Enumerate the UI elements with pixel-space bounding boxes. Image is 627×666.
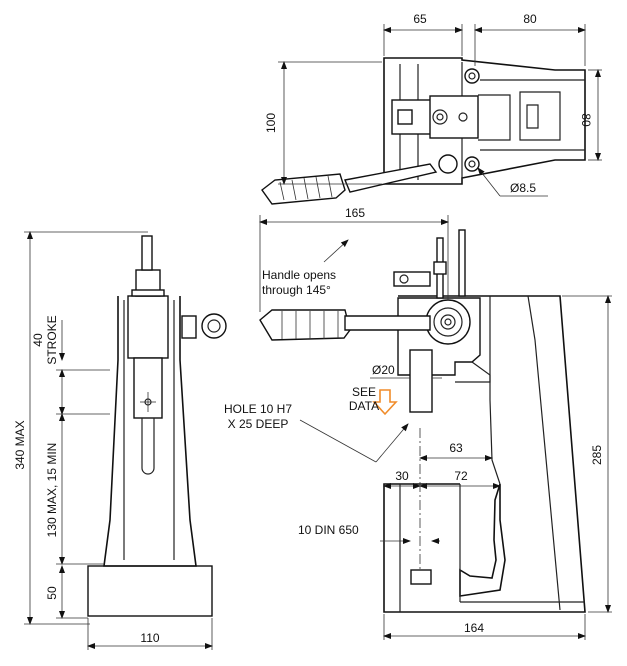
dim-stroke-label: STROKE: [45, 315, 59, 364]
dim-30-label: 30: [395, 469, 409, 483]
dim-165-label: 165: [345, 206, 365, 220]
side-view: 165 Handle opens through 145° Ø20 SEE DA…: [224, 206, 612, 640]
front-view: 40 STROKE 340 MAX 130 MAX, 15 MIN 50 110: [13, 231, 227, 650]
dim-80-top-label: 80: [523, 12, 537, 26]
hole-note-line-1: HOLE 10 H7: [224, 402, 292, 416]
dim-340-label: 340 MAX: [13, 420, 27, 469]
dim-80-side-label: 80: [579, 113, 593, 127]
dim-ram-dia-label: Ø20: [372, 363, 395, 377]
dim-164-label: 164: [464, 621, 484, 635]
dim-din-label: 10 DIN 650: [298, 523, 359, 537]
see-data-line-1: SEE: [352, 385, 376, 399]
dim-50-label: 50: [45, 586, 59, 600]
dim-hole-label: Ø8.5: [510, 181, 536, 195]
hole-note-line-2: X 25 DEEP: [228, 417, 289, 431]
dim-100-label: 100: [264, 113, 278, 133]
top-view: 65 80 100 80 Ø8.5: [261, 12, 602, 205]
dim-63-label: 63: [449, 441, 463, 455]
dim-stroke-value: 40: [31, 333, 45, 347]
dim-110-label: 110: [140, 631, 159, 645]
dim-72-label: 72: [454, 469, 468, 483]
dim-65-label: 65: [413, 12, 427, 26]
handle-note-line-1: Handle opens: [262, 268, 336, 282]
see-data-line-2: DATA: [349, 399, 379, 413]
handle-note-line-2: through 145°: [262, 283, 331, 297]
see-data-arrow-icon: [372, 389, 398, 416]
dim-285-label: 285: [590, 445, 604, 465]
dim-130-label: 130 MAX, 15 MIN: [45, 443, 59, 538]
